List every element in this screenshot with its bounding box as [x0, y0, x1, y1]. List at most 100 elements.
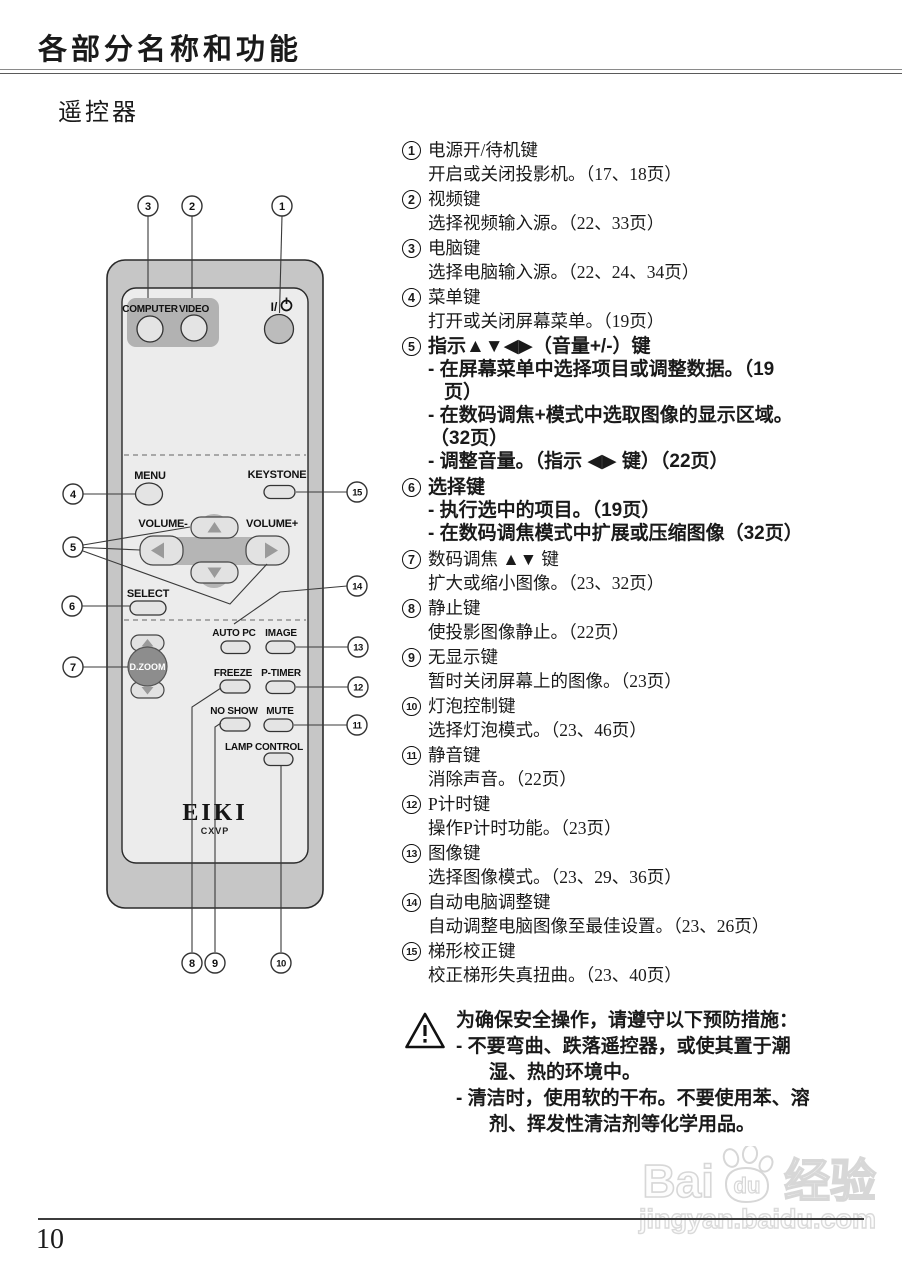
item-title: 电源开/待机键: [428, 140, 538, 160]
item-desc: 选择视频输入源。（22、33页）: [428, 213, 665, 233]
power-button: [263, 313, 295, 345]
svg-text:9: 9: [212, 958, 218, 970]
freeze-button-label: FREEZE: [214, 668, 253, 679]
svg-text:1: 1: [279, 201, 285, 213]
item-number: 11: [402, 746, 421, 765]
lamp-control-button: [263, 752, 294, 767]
callout-12: [347, 676, 369, 698]
baidu-watermark: Bai du 经验 jingyan.baidu.com: [638, 1146, 877, 1235]
section-title: 遥控器: [58, 100, 139, 126]
item-number: 5: [402, 337, 421, 356]
item-desc: 使投影图像静止。（22页）: [428, 622, 630, 642]
item-title: 选择键: [428, 477, 486, 498]
item-number: 2: [402, 190, 421, 209]
mute-button-label: MUTE: [266, 706, 294, 717]
item-bullet-cont: 页）: [444, 382, 483, 403]
callout-14: [346, 575, 368, 597]
dzoom-cluster: D.ZOOM: [127, 634, 168, 699]
remote-diagram: COMPUTER VIDEO I/ MENU KEYSTONE VOLUME- …: [61, 195, 369, 974]
header-divider: [0, 69, 902, 74]
keystone-button: [263, 484, 296, 500]
svg-text:8: 8: [189, 958, 195, 970]
freeze-button: [219, 679, 251, 694]
item-desc: 消除声音。（22页）: [428, 769, 577, 789]
brand-logo: EIKI: [182, 800, 247, 826]
callout-5: [62, 536, 84, 558]
mute-button: [263, 718, 294, 733]
item-bullet: - 在数码调焦模式中扩展或压缩图像（32页）: [428, 523, 803, 544]
item-bullet: - 在数码调焦+模式中选取图像的显示区域。: [428, 405, 793, 426]
item-number: 8: [402, 599, 421, 618]
video-button: [180, 314, 208, 342]
item-bullet: - 在屏幕菜单中选择项目或调整数据。（19: [428, 359, 775, 380]
image-button-label: IMAGE: [265, 628, 297, 639]
item-number: 9: [402, 648, 421, 667]
svg-text:15: 15: [352, 488, 363, 499]
item-number: 1: [402, 141, 421, 160]
item-desc: 操作P计时功能。（23页）: [428, 818, 622, 838]
item-number: 10: [402, 697, 421, 716]
item-bullet-cont: （32页）: [430, 428, 509, 449]
callout-4: [62, 483, 84, 505]
item-number: 12: [402, 795, 421, 814]
callout-markers: 3 2 1 4 5 6 7 15 14 13 12 11 8: [61, 195, 369, 974]
direction-pad: [139, 514, 290, 588]
select-button: [129, 600, 167, 616]
dzoom-label: D.ZOOM: [130, 662, 166, 672]
item-desc: 选择灯泡模式。（23、46页）: [428, 720, 647, 740]
svg-text:14: 14: [352, 582, 363, 593]
dzoom-down-arrow-icon: [141, 687, 154, 695]
item-number: 14: [402, 893, 421, 912]
svg-text:11: 11: [352, 721, 362, 732]
safety-warning: 为确保安全操作，请遵守以下预防措施： - 不要弯曲、跌落遥控器，或使其置于潮 湿…: [404, 1008, 878, 1138]
list-item: 11 静音键 消除声音。（22页）: [402, 744, 880, 790]
watermark-brand: Bai: [642, 1155, 715, 1207]
power-button-label: I/: [271, 300, 278, 314]
item-desc: 暂时关闭屏幕上的图像。（23页）: [428, 671, 682, 691]
warning-title: 为确保安全操作，请遵守以下预防措施：: [456, 1010, 799, 1031]
callout-13: [347, 636, 369, 658]
callout-7: [62, 656, 84, 678]
select-button-label: SELECT: [127, 588, 170, 600]
item-number: 6: [402, 478, 421, 497]
right-arrow-icon: [265, 542, 278, 559]
callout-1: [271, 195, 293, 217]
callout-11: [346, 714, 368, 736]
item-number: 7: [402, 550, 421, 569]
item-desc: 校正梯形失真扭曲。（23、40页）: [428, 965, 682, 985]
warning-line: - 清洁时，使用软的干布。不要使用苯、溶: [456, 1088, 810, 1109]
callout-8: [181, 952, 203, 974]
watermark-du: du: [734, 1173, 761, 1198]
computer-button-label: COMPUTER: [122, 304, 179, 315]
item-title: 无显示键: [428, 647, 498, 667]
item-title: 静音键: [428, 745, 481, 765]
svg-text:5: 5: [70, 542, 76, 554]
auto-pc-button: [220, 640, 251, 655]
volume-plus-label: VOLUME+: [246, 518, 298, 530]
callout-9: [204, 952, 226, 974]
callout-15: [346, 481, 368, 503]
warning-line-cont: 湿、热的环境中。: [489, 1062, 642, 1083]
warning-icon: [404, 1011, 446, 1138]
item-number: 4: [402, 288, 421, 307]
svg-text:13: 13: [353, 643, 363, 654]
item-desc: 自动调整电脑图像至最佳设置。（23、26页）: [428, 916, 770, 936]
auto-pc-button-label: AUTO PC: [212, 628, 255, 639]
left-arrow-icon: [151, 542, 164, 559]
item-desc: 打开或关闭屏幕菜单。（19页）: [428, 311, 665, 331]
video-button-label: VIDEO: [179, 304, 210, 315]
warning-text: 为确保安全操作，请遵守以下预防措施： - 不要弯曲、跌落遥控器，或使其置于潮 湿…: [456, 1008, 810, 1138]
page-title: 各部分名称和功能: [38, 34, 303, 66]
callout-lines: [82, 215, 348, 952]
footer-divider: [38, 1218, 864, 1220]
item-title: 电脑键: [428, 238, 481, 258]
item-title: 图像键: [428, 843, 481, 863]
